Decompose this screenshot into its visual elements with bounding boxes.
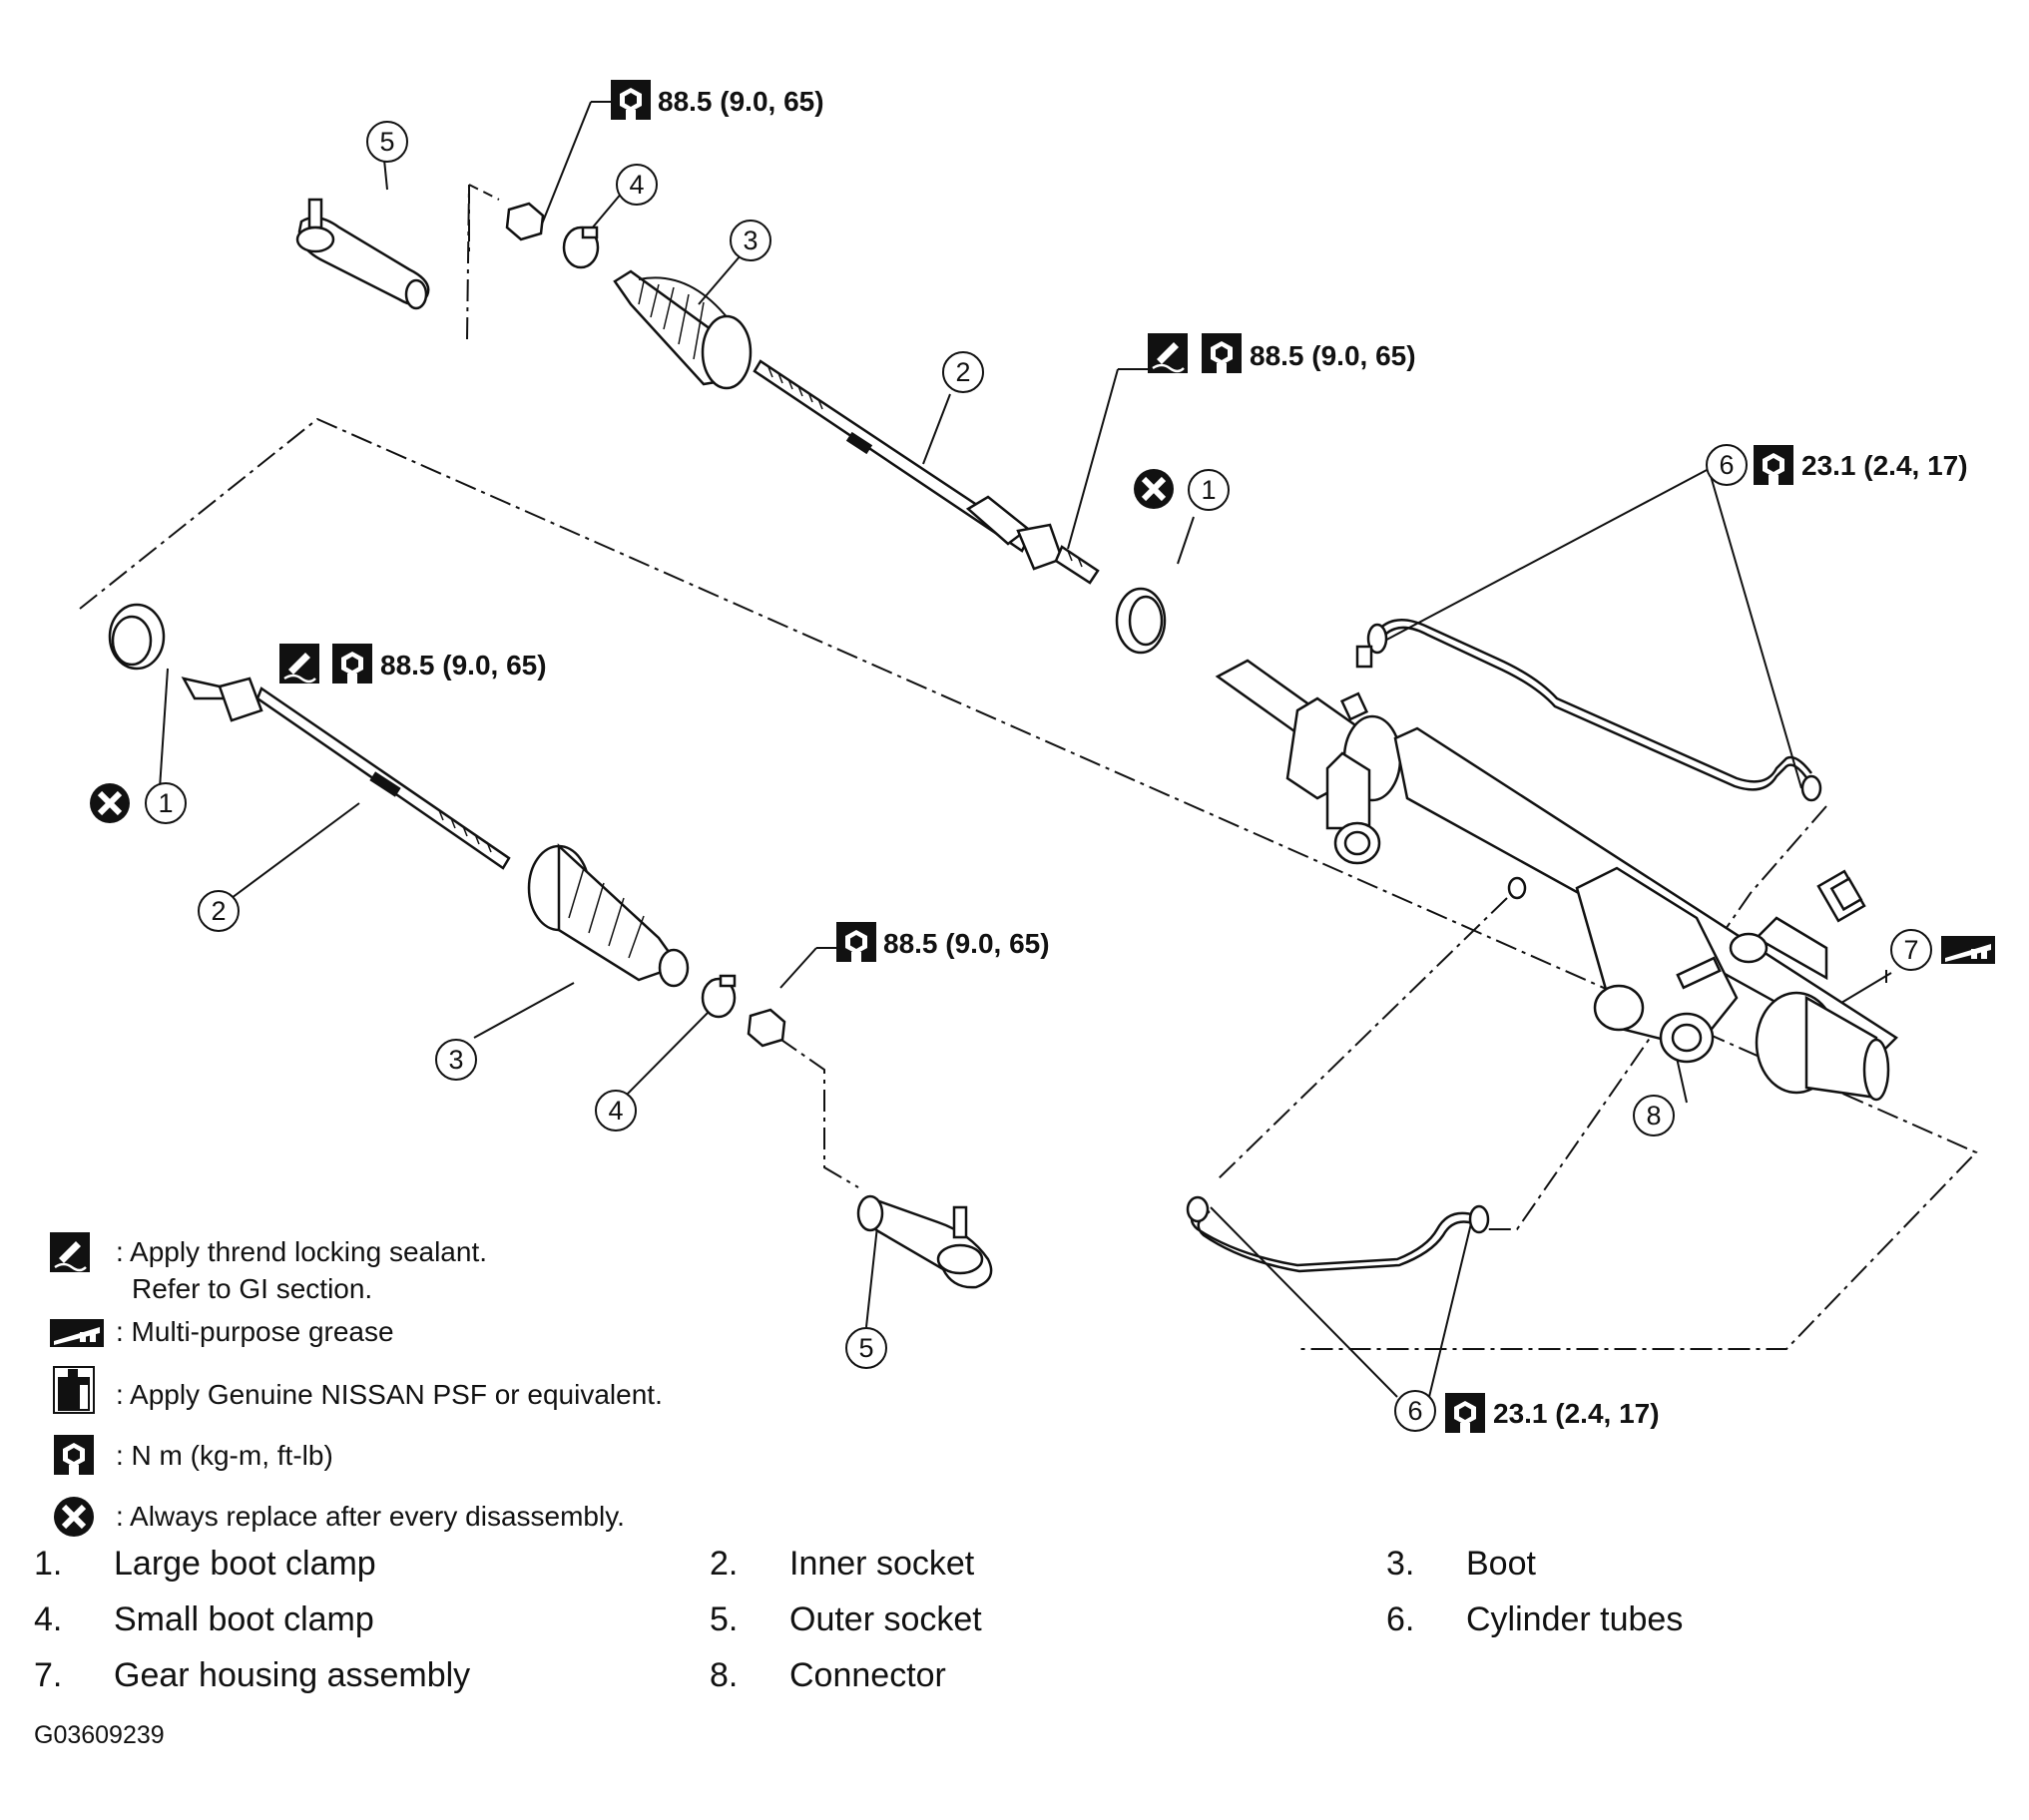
torque-wrench-icon <box>836 922 876 962</box>
part-item: 6.Cylinder tubes <box>1386 1600 1684 1638</box>
torque-inner-socket-right: 88.5 (9.0, 65) <box>1250 340 1416 371</box>
callout-num: 7 <box>1903 935 1918 965</box>
callout-1-right <box>1188 469 1230 511</box>
callout-8 <box>1633 1095 1675 1137</box>
callout-num: 8 <box>1646 1101 1661 1131</box>
callout-2-top <box>942 351 984 393</box>
small-boot-clamp-bottom <box>701 974 737 1019</box>
sealant-icon <box>1146 331 1190 375</box>
torque-outer-nut-top: 88.5 (9.0, 65) <box>658 86 824 117</box>
legend-sealant: : Apply thrend locking sealant. <box>116 1236 488 1267</box>
legend-sealant-ref: Refer to GI section. <box>132 1273 373 1304</box>
large-boot-clamp-left <box>108 603 166 671</box>
replace-x-icon <box>54 1497 94 1537</box>
callout-num: 3 <box>743 226 758 255</box>
nut-top <box>505 202 545 241</box>
part-item: 1.Large boot clamp <box>34 1545 376 1583</box>
dash-outline-tierod-bottom <box>777 1037 859 1188</box>
callout-3-top <box>730 220 771 261</box>
part-item: 2.Inner socket <box>710 1545 975 1583</box>
inner-socket-left <box>181 677 511 870</box>
torque-tube-top: 23.1 (2.4, 17) <box>1801 450 1968 481</box>
part-item: 7.Gear housing assembly <box>34 1656 471 1694</box>
callout-num: 6 <box>1719 450 1734 480</box>
legend-replace: : Always replace after every disassembly… <box>116 1501 625 1532</box>
torque-wrench-icon <box>611 80 651 120</box>
callout-num: 4 <box>608 1096 623 1126</box>
dash-outline-main <box>79 417 1978 1350</box>
callout-num: 1 <box>158 788 173 818</box>
nut-bottom <box>747 1008 786 1048</box>
cylinder-tube-bottom <box>1186 1195 1490 1273</box>
callout-2-left <box>198 890 240 932</box>
callout-6-bottom <box>1394 1390 1436 1432</box>
callout-num: 3 <box>448 1045 463 1075</box>
callout-4-top <box>616 164 658 206</box>
part-item: 8.Connector <box>710 1656 946 1694</box>
part-item: 3.Boot <box>1386 1545 1536 1583</box>
callout-num: 2 <box>211 896 226 926</box>
part-item: 4.Small boot clamp <box>34 1600 374 1638</box>
small-boot-clamp-top <box>562 226 600 269</box>
callout-1-left <box>145 782 187 824</box>
gear-housing-assembly <box>1215 659 1898 1102</box>
figure-id: G03609239 <box>34 1721 165 1749</box>
grease-icon <box>1941 936 1995 964</box>
grease-icon <box>50 1319 104 1347</box>
cylinder-tube-top <box>1355 619 1822 802</box>
replace-x-icon <box>1134 469 1174 509</box>
torque-outer-nut-bottom: 88.5 (9.0, 65) <box>883 928 1050 959</box>
callout-num: 1 <box>1201 475 1216 505</box>
outer-socket-bottom <box>856 1194 993 1289</box>
dash-outline-tierod-top <box>466 184 470 340</box>
callout-7 <box>1890 929 1932 971</box>
legend-torque-unit: : N m (kg-m, ft-lb) <box>116 1440 333 1471</box>
dash-outline-tube <box>1479 805 1827 1230</box>
outer-socket-top <box>295 198 430 310</box>
callout-num: 2 <box>955 357 970 387</box>
callout-3-left <box>435 1039 477 1081</box>
torque-wrench-icon <box>1445 1393 1485 1433</box>
torque-inner-socket-left: 88.5 (9.0, 65) <box>380 650 547 681</box>
callout-num: 5 <box>379 127 394 157</box>
large-boot-clamp-right <box>1115 587 1167 655</box>
callout-5-top <box>366 121 408 163</box>
sealant-icon <box>277 642 321 685</box>
inner-socket-top <box>753 359 1100 585</box>
torque-wrench-icon <box>332 644 372 683</box>
callout-num: 4 <box>629 170 644 200</box>
callout-6-top <box>1706 444 1748 486</box>
callout-num: 6 <box>1407 1396 1422 1426</box>
torque-wrench-icon <box>1754 445 1793 485</box>
legend-psf: : Apply Genuine NISSAN PSF or equivalent… <box>116 1379 663 1410</box>
boot-top <box>613 269 753 390</box>
torque-wrench-icon <box>54 1435 94 1475</box>
legend-grease: : Multi-purpose grease <box>116 1316 394 1347</box>
torque-tube-bottom: 23.1 (2.4, 17) <box>1493 1398 1660 1429</box>
part-item: 5.Outer socket <box>710 1600 982 1638</box>
connector <box>1676 956 1722 990</box>
sealant-icon <box>48 1230 92 1274</box>
callout-4-bottom <box>595 1090 637 1132</box>
dash-outline-tube-left <box>1217 897 1508 1180</box>
psf-bottle-icon <box>53 1366 95 1414</box>
replace-x-icon <box>90 783 130 823</box>
boot-left <box>527 843 690 988</box>
callout-num: 5 <box>858 1333 873 1363</box>
callout-5-bottom <box>845 1327 887 1369</box>
torque-wrench-icon <box>1202 333 1242 373</box>
